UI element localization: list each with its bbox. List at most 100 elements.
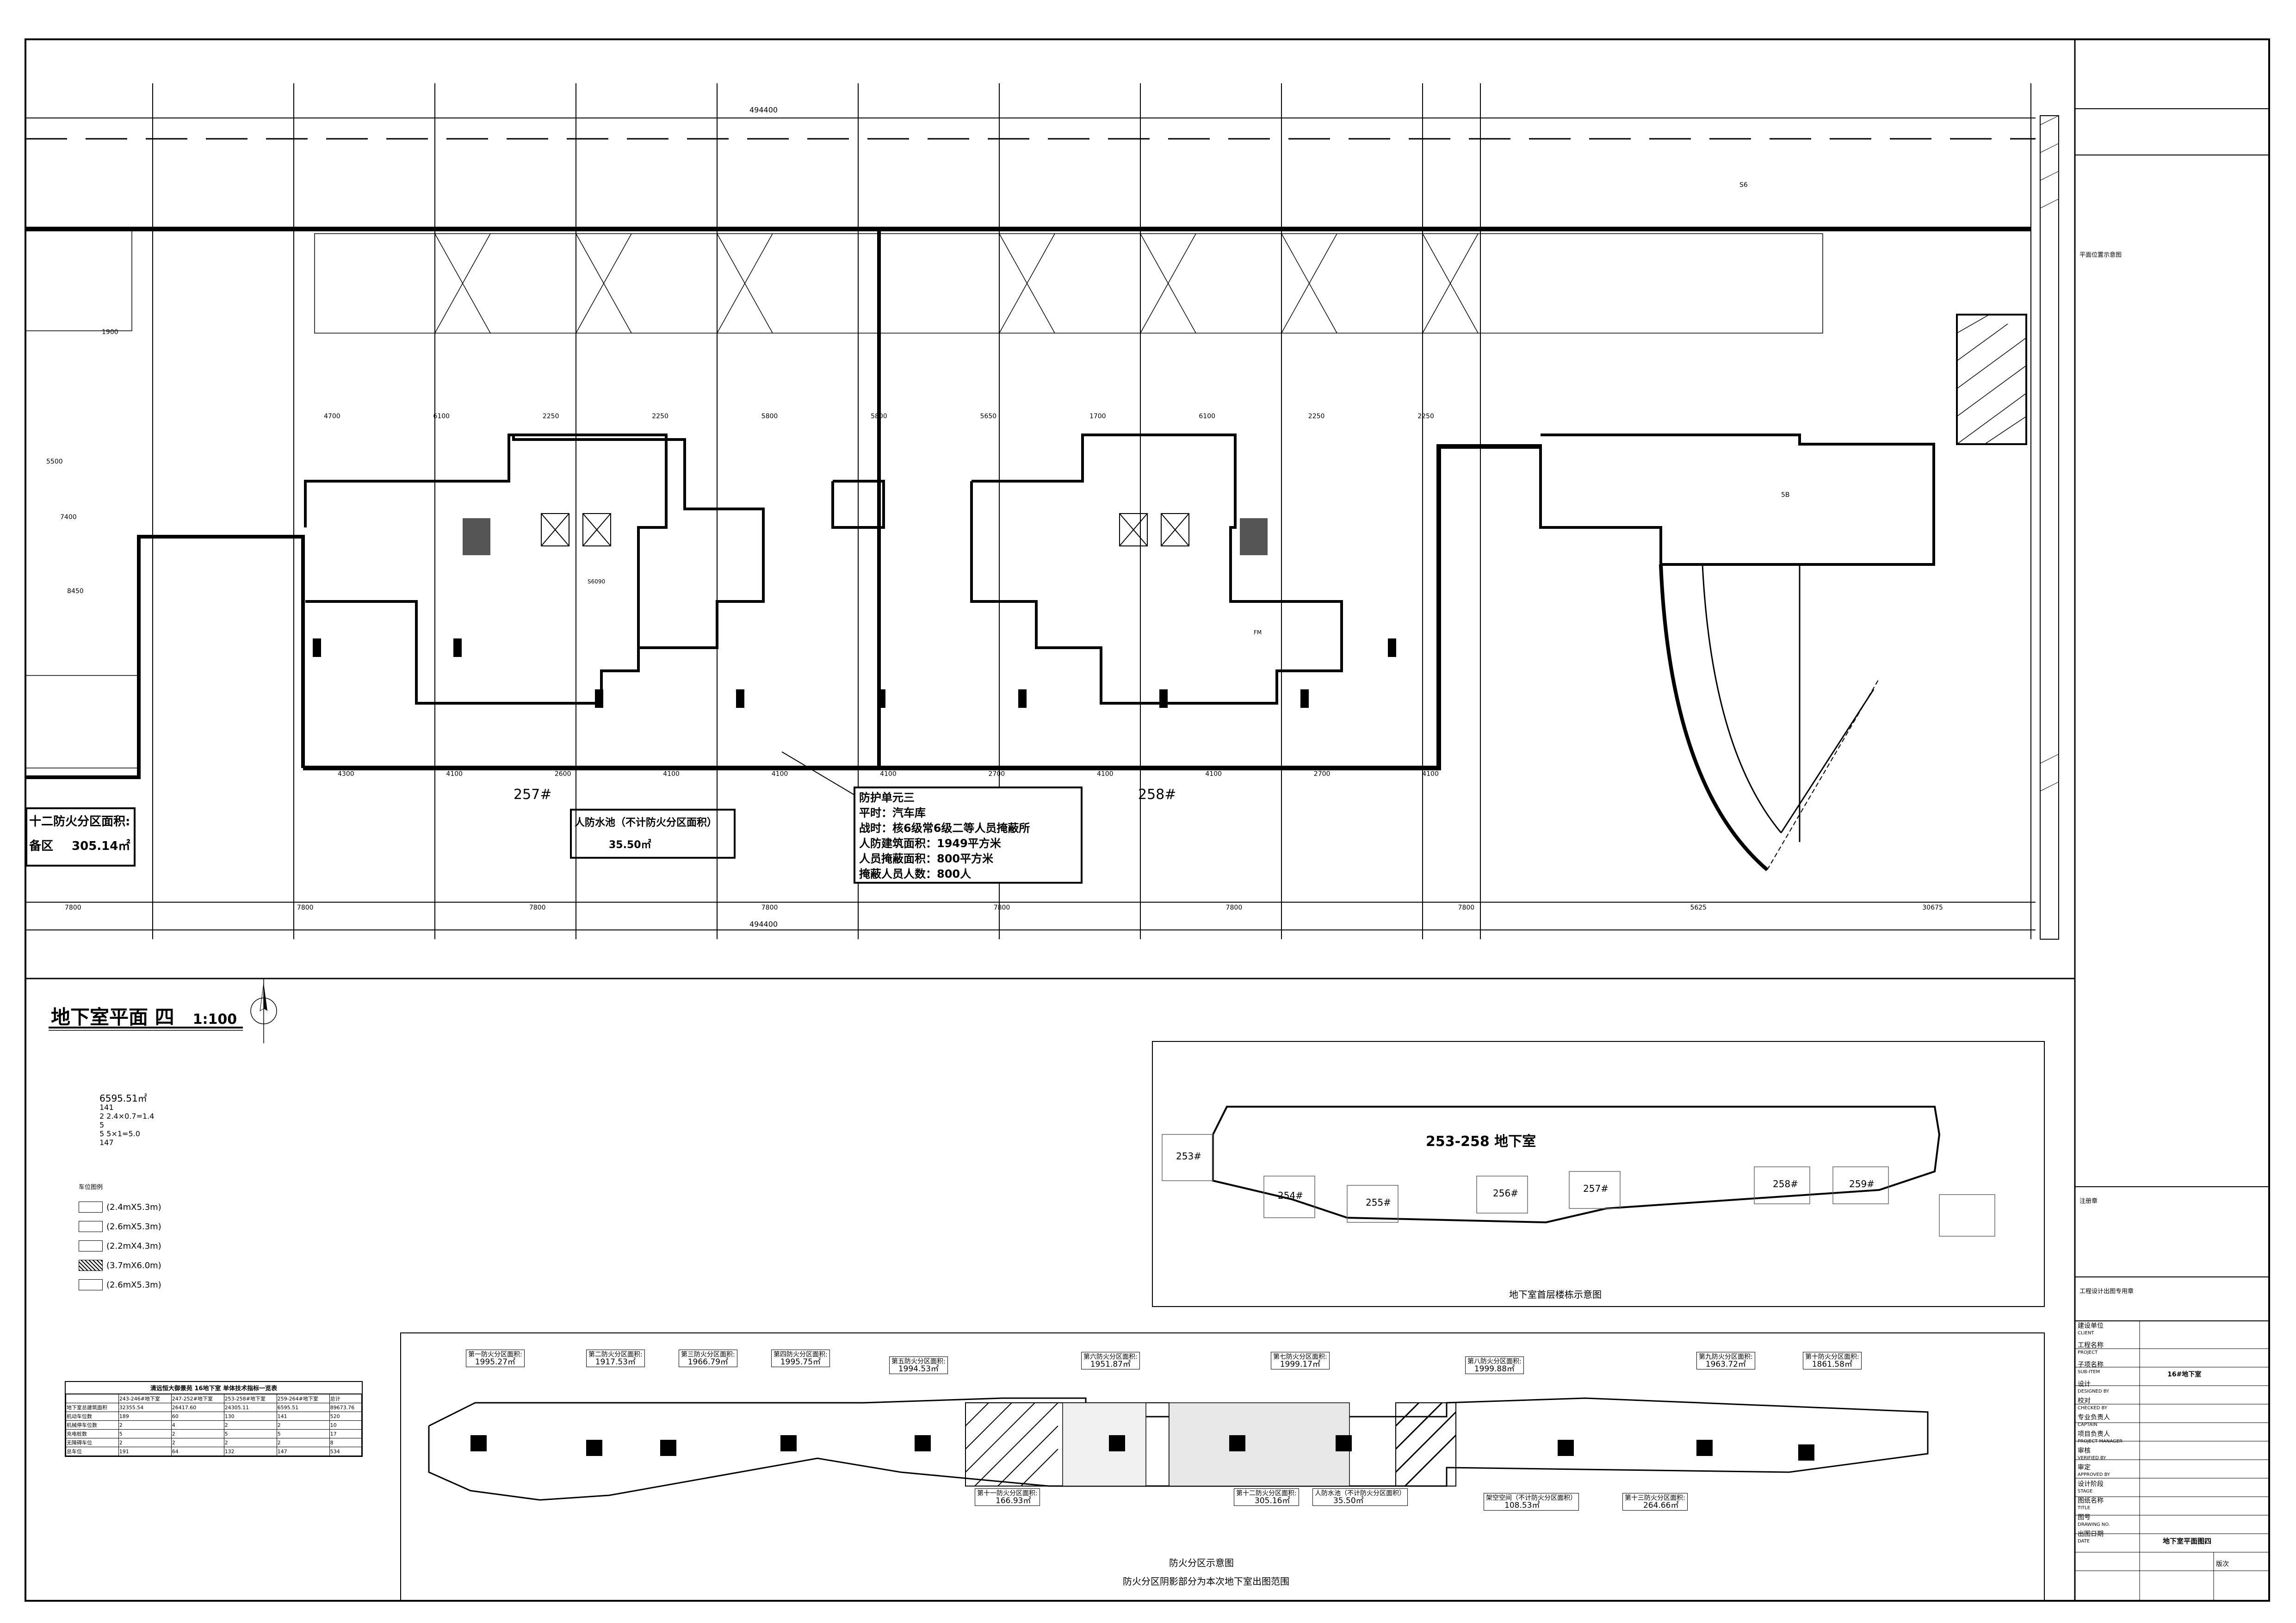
tb-label: VERIFIED BY [2078, 1456, 2106, 1461]
parking-legend-title: 车位图例 [79, 1184, 103, 1191]
table-cell: 4 [171, 1420, 224, 1430]
tb-label: 出图日期 [2078, 1530, 2104, 1538]
table-cell: 6595.51 [276, 1403, 330, 1412]
table-cell: 2 [276, 1438, 330, 1447]
zone-area: 108.53㎡ [1504, 1501, 1540, 1510]
annotation: FM [1254, 629, 1262, 636]
table-cell: 机动车位数 [66, 1412, 119, 1421]
fire-zone-3: 第三防火分区面积: 1966.79㎡ [679, 1350, 737, 1367]
tb-stamp-label: 注册章 [2079, 1198, 2098, 1205]
keyplan-outline [1162, 1106, 1995, 1237]
table-row: 地下室总建筑面积 32355.54 26417.60 24305.11 6595… [66, 1403, 362, 1412]
stat-value: 147 [99, 1138, 114, 1147]
fire-zone-6: 第六防火分区面积: 1951.87㎡ [1081, 1352, 1140, 1369]
parking-size: (2.4mX5.3m) [106, 1202, 161, 1212]
dim-label: 1900 [102, 328, 118, 336]
table-cell: 2 [118, 1420, 172, 1430]
table-cell: 147 [276, 1447, 330, 1456]
table-cell: 2 [276, 1420, 330, 1430]
tb-label: 审核 [2078, 1447, 2091, 1455]
table-cell: 32355.54 [118, 1403, 172, 1412]
zone-area: 1999.88㎡ [1474, 1364, 1515, 1374]
zone-area: 264.66㎡ [1643, 1501, 1679, 1510]
north-arrow-icon [250, 979, 277, 1043]
dim-label: 2700 [1313, 770, 1331, 778]
table-cell: 2 [223, 1420, 277, 1430]
dim-label: 7400 [60, 514, 77, 521]
dim-label: 4100 [663, 770, 680, 778]
table-row: 机动车位数 189 60 130 141 520 [66, 1412, 362, 1421]
info-line: 人员掩蔽面积：800平方米 [859, 852, 994, 865]
info-line: 掩蔽人员人数：800人 [859, 867, 972, 880]
info-line: 防护单元三 [859, 791, 915, 804]
dim-label: 2250 [1308, 413, 1325, 420]
tb-label: CAPTAIN [2078, 1422, 2098, 1427]
tb-section: 工程设计出图专用章 [2079, 1288, 2134, 1295]
zone-area: 1951.87㎡ [1090, 1360, 1131, 1369]
table-header: 259-264#地下室 [276, 1394, 330, 1403]
table-cell: 2 [171, 1429, 224, 1438]
table-cell: 10 [329, 1420, 362, 1430]
tb-label: 建设单位 [2078, 1322, 2104, 1330]
top-dimension-chain: 4700 6100 2250 2250 5800 5800 5650 1700 … [324, 413, 1434, 420]
stat-value: 5 5×1=5.0 [99, 1129, 140, 1138]
zone-name: 第五防火分区面积: [891, 1358, 946, 1365]
annotation: 5B [1781, 491, 1790, 499]
stat-value: 2 2.4×0.7=1.4 [99, 1112, 155, 1121]
dim-label: 4300 [338, 770, 354, 778]
table-cell: 189 [118, 1412, 172, 1421]
fire-zone-sub: 备区 [29, 839, 54, 853]
info-line: 平时：汽车库 [859, 806, 926, 819]
dim-label: 4100 [1422, 770, 1439, 778]
table-cell: 2 [118, 1438, 172, 1447]
tb-label: 子项名称 [2078, 1361, 2104, 1369]
zone-name: 第十三防火分区面积: [1625, 1494, 1685, 1502]
fire-zone-13: 第十三防火分区面积: 264.66㎡ [1622, 1493, 1688, 1511]
zone-name: 第十一防火分区面积: [977, 1490, 1038, 1497]
keyplan-building: 258# [1773, 1178, 1798, 1189]
keyplan-building: 257# [1583, 1183, 1609, 1194]
table-cell: 132 [223, 1447, 277, 1456]
zone-name: 第九防火分区面积: [1699, 1353, 1753, 1361]
tb-rows: 建设单位 CLIENT 工程名称 PROJECT 子项名称 SUB-ITEM 设… [2078, 1322, 2138, 1545]
dim-label: 7800 [297, 904, 314, 911]
zone-name: 第八防火分区面积: [1467, 1358, 1522, 1365]
tank-title: 人防水池（不计防火分区面积） [575, 817, 718, 829]
parking-size: (2.6mX5.3m) [106, 1221, 161, 1232]
table-cell: 地下室总建筑面积 [66, 1403, 119, 1412]
keyplan-building: 253# [1176, 1151, 1201, 1162]
zone-name: 第一防火分区面积: [468, 1351, 522, 1358]
tb-section: 平面位置示意图 [2079, 252, 2122, 259]
zone-area: 1917.53㎡ [595, 1357, 636, 1367]
dim-label: 5800 [761, 413, 778, 420]
tb-label: PROJECT [2078, 1350, 2098, 1355]
keyplan-building: 254# [1278, 1190, 1303, 1201]
dim-label: 7800 [1458, 904, 1475, 911]
table-cell: 2 [171, 1438, 224, 1447]
dim-label: 4100 [1205, 770, 1222, 778]
table-cell: 总车位 [66, 1447, 119, 1456]
sheet-scale: 1:100 [192, 1011, 237, 1028]
tb-subitem-value: 16#地下室 [2167, 1371, 2202, 1378]
zone-area: 1963.72㎡ [1705, 1360, 1746, 1369]
fire-zone-2: 第二防火分区面积: 1917.53㎡ [586, 1350, 645, 1367]
fire-zone-label-left: 十二防火分区面积: 备区 305.14㎡ [25, 807, 136, 867]
table-header: 243-246#地下室 [118, 1394, 172, 1403]
tb-label: 工程名称 [2078, 1342, 2104, 1349]
table-header: 253-258#地下室 [223, 1394, 277, 1403]
tb-label: 校对 [2078, 1397, 2091, 1405]
zone-name: 第四防火分区面积: [774, 1351, 828, 1358]
dim-label: 2700 [988, 770, 1005, 778]
dim-label: 2250 [542, 413, 559, 420]
table-cell: 60 [171, 1412, 224, 1421]
parking-legend: 车位图例 (2.4mX5.3m) (2.6mX5.3m) (2.2mX4.3m)… [79, 1182, 161, 1295]
keyplan-frame: 253-258 地下室 253# 254# 255# 256# 257# 258… [1152, 1041, 2045, 1307]
table-row: 充电桩数 5 2 5 5 17 [66, 1429, 362, 1438]
fire-diagram-caption-2: 防火分区阴影部分为本次地下室出图范围 [1123, 1576, 1289, 1587]
tb-label: DESIGNED BY [2078, 1389, 2110, 1394]
zone-name: 第二防火分区面积: [588, 1351, 643, 1358]
fire-zone-9: 第九防火分区面积: 1963.72㎡ [1696, 1352, 1755, 1369]
fire-zone-title: 十二防火分区面积: [29, 815, 130, 829]
dim-label: 4100 [771, 770, 788, 778]
dim-label: 4700 [324, 413, 340, 420]
